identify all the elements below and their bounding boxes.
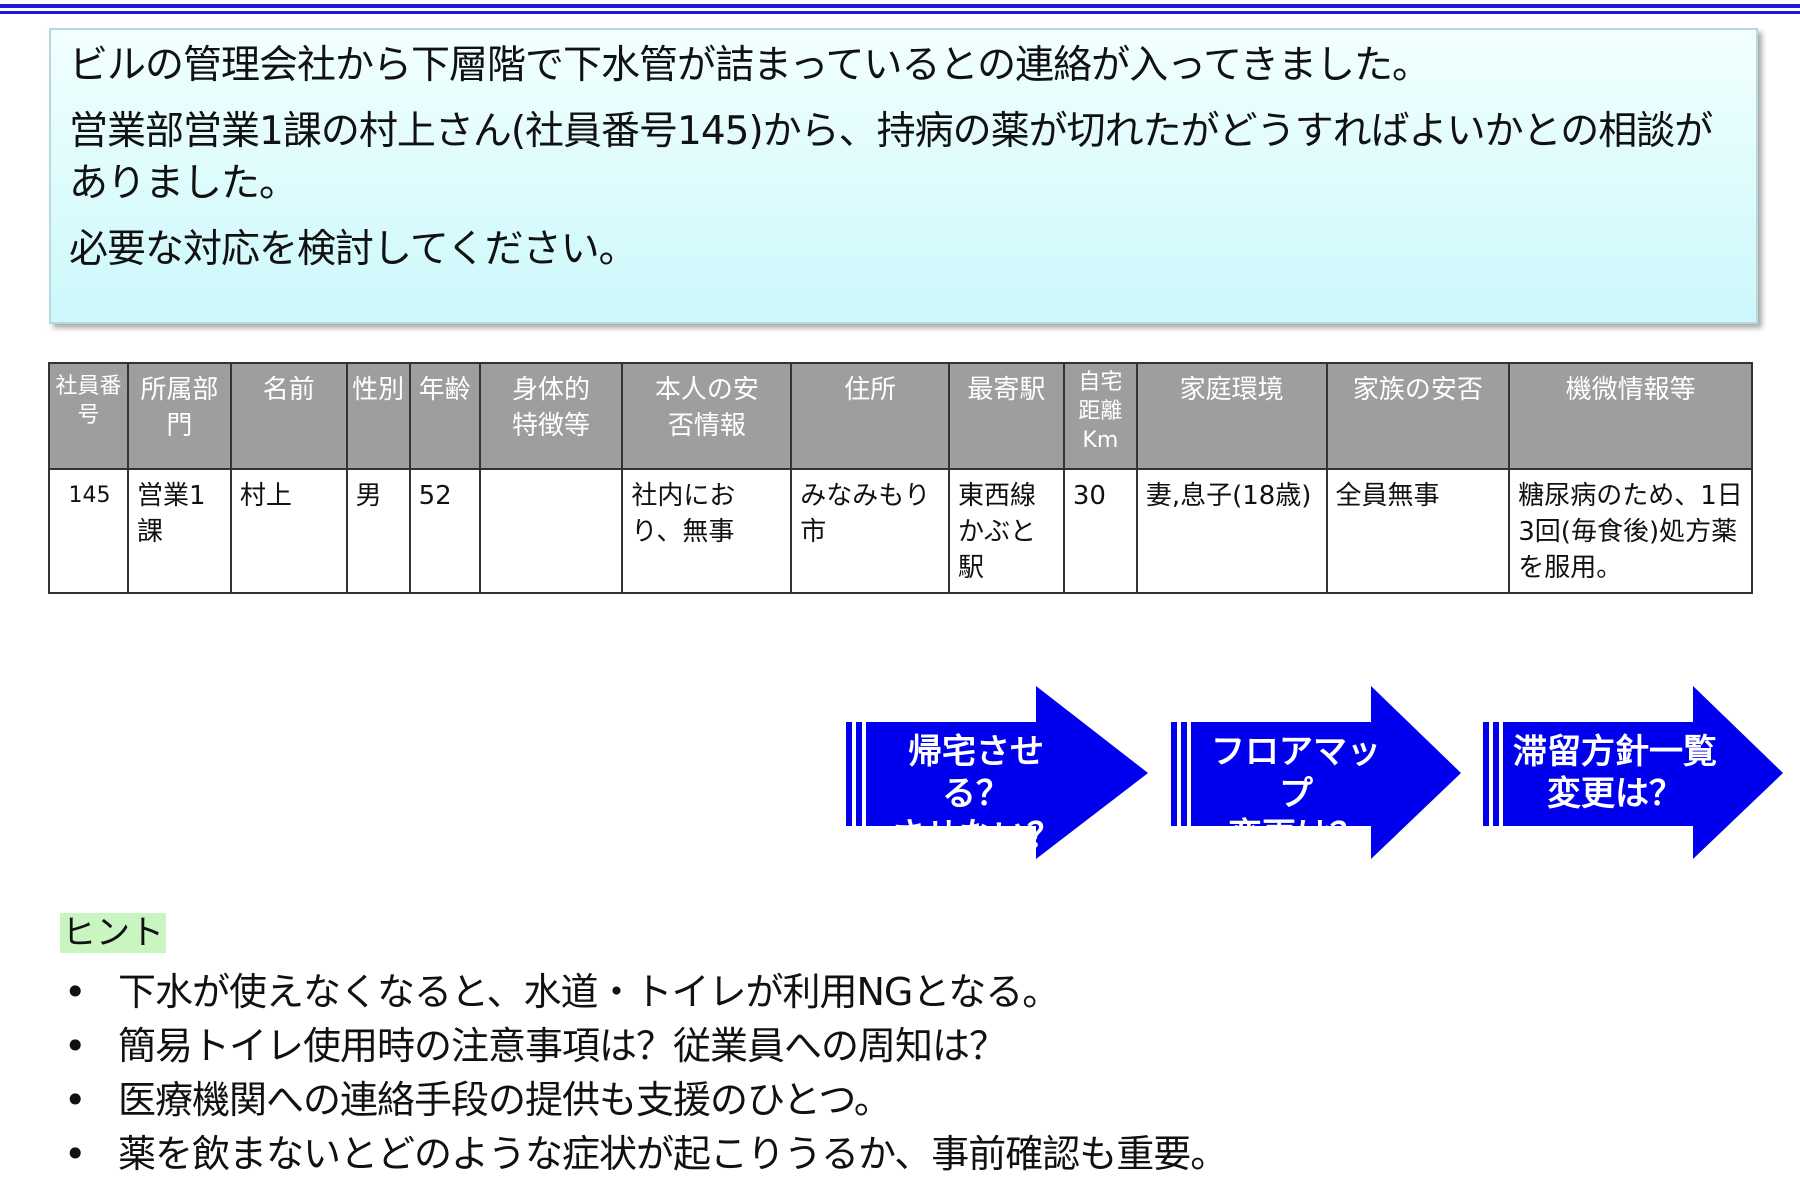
employee-table: 社員番号 所属部門 名前 性別 年齢 身体的特徴等 本人の安否情報 住所 最寄駅…: [48, 362, 1753, 594]
hint-item: • 薬を飲まないとどのような症状が起こりうるか、事前確認も重要。: [60, 1127, 1228, 1181]
column-header: 住所: [790, 362, 951, 470]
table-cell: 男: [345, 468, 411, 594]
column-header: 家族の安否: [1325, 362, 1511, 470]
scenario-line: 必要な対応を検討してください。: [69, 227, 638, 272]
hint-item: • 簡易トイレ使用時の注意事項は？従業員への周知は？: [60, 1019, 1227, 1073]
hint-text: 医療機関への連絡手段の提供も支援のひとつ。: [118, 1078, 892, 1122]
arrow-shape-icon: [846, 686, 1148, 859]
hint-item: • 医療機関への連絡手段の提供も支援のひとつ。: [60, 1073, 1227, 1127]
table-cell: 145: [48, 468, 129, 594]
arrow-label-line: フロアマップ: [1211, 732, 1381, 814]
column-header: 本人の安否情報: [621, 362, 793, 470]
column-header: 名前: [229, 362, 348, 470]
table-cell: 52: [408, 468, 481, 594]
scenario-line: ビルの管理会社から下層階で下水管が詰まっているとの連絡が入ってきました。: [69, 43, 1431, 88]
top-rule: [0, 11, 1800, 14]
column-header: 年齢: [408, 362, 481, 470]
arrow-label-line: させない？: [891, 816, 1061, 856]
arrow-label-line: 帰宅させる？: [908, 732, 1044, 814]
column-header: 自宅距離Km: [1062, 362, 1138, 470]
hint-text: 薬を飲まないとどのような症状が起こりうるか、事前確認も重要。: [118, 1132, 1228, 1176]
arrow-label: フロアマップ変更は？: [1196, 731, 1396, 857]
arrow-stay-policy: 滞留方針一覧変更は？: [1483, 686, 1783, 859]
table-cell: 村上: [229, 468, 348, 594]
table-cell: 糖尿病のため、1日3回(毎食後)処方薬を服用。: [1508, 468, 1753, 594]
column-header: 家庭環境: [1135, 362, 1328, 470]
bullet-icon: •: [64, 1132, 86, 1176]
column-header: 所属部門: [126, 362, 232, 470]
scenario-line: 営業部営業1課の村上さん(社員番号145)から、持病の薬が切れたがどうすればよい…: [69, 109, 1713, 206]
arrow-shape-icon: [1171, 686, 1461, 859]
top-rule: [0, 4, 1800, 8]
table-header-row: 社員番号 所属部門 名前 性別 年齢 身体的特徴等 本人の安否情報 住所 最寄駅…: [48, 362, 1753, 470]
hint-list: • 下水が使えなくなると、水道・トイレが利用NGとなる。 • 簡易トイレ使用時の注意…: [60, 965, 1228, 1181]
column-header: 社員番号: [48, 362, 129, 470]
hint-item: • 下水が使えなくなると、水道・トイレが利用NGとなる。: [60, 965, 1227, 1019]
arrow-label-line: 滞留方針一覧: [1513, 732, 1717, 772]
column-header: 性別: [345, 362, 411, 470]
bullet-icon: •: [64, 1078, 86, 1122]
hint-text: 下水が使えなくなると、水道・トイレが利用NGとなる。: [118, 970, 1060, 1014]
arrow-label-line: 変更は？: [1547, 774, 1683, 814]
table-cell: 東西線かぶと駅: [948, 468, 1065, 594]
table-cell: 社内におり、無事: [621, 468, 793, 594]
table-cell: [478, 468, 624, 594]
table-row: 145 営業1課 村上 男 52 社内におり、無事 みなみもり市 東西線かぶと駅…: [48, 468, 1753, 594]
table-cell: 営業1課: [126, 468, 232, 594]
hint-text: 簡易トイレ使用時の注意事項は？従業員への周知は？: [118, 1024, 1007, 1068]
hint-label: ヒント: [60, 913, 166, 953]
table-cell: 30: [1062, 468, 1138, 594]
arrow-label: 滞留方針一覧変更は？: [1505, 731, 1725, 815]
arrow-label-line: 変更は？: [1228, 816, 1364, 856]
scenario-box: ビルの管理会社から下層階で下水管が詰まっているとの連絡が入ってきました。 営業部…: [49, 28, 1758, 324]
column-header: 身体的特徴等: [478, 362, 624, 470]
arrow-shape-icon: [1483, 686, 1783, 859]
arrow-return-home: 帰宅させる？させない？: [846, 686, 1148, 859]
bullet-icon: •: [64, 1024, 86, 1068]
arrow-floor-map: フロアマップ変更は？: [1171, 686, 1471, 859]
table-cell: 全員無事: [1325, 468, 1511, 594]
table-cell: 妻,息子(18歳): [1135, 468, 1328, 594]
bullet-icon: •: [64, 970, 86, 1014]
arrow-label: 帰宅させる？させない？: [876, 731, 1076, 857]
column-header: 機微情報等: [1508, 362, 1753, 470]
column-header: 最寄駅: [948, 362, 1065, 470]
table-cell: みなみもり市: [790, 468, 951, 594]
